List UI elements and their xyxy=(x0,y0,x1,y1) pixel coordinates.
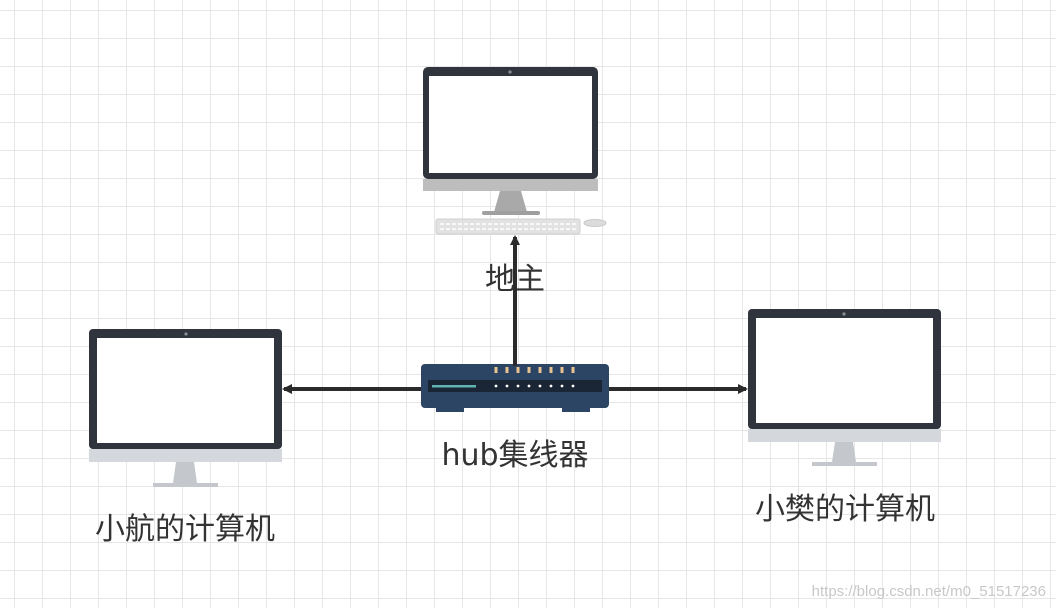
hub-switch-icon xyxy=(421,364,609,412)
left-computer-label: 小航的计算机 xyxy=(95,512,275,547)
hub-port-dots xyxy=(494,384,575,388)
watermark: https://blog.csdn.net/m0_51517236 xyxy=(811,583,1046,600)
connection-arrows xyxy=(282,235,748,394)
desktop-monitor-icon xyxy=(423,67,598,215)
right-computer-label: 小樊的计算机 xyxy=(755,492,935,527)
hub-port-lights xyxy=(494,367,575,373)
hub-label: hub集线器 xyxy=(441,438,589,473)
landlord-label: 地主 xyxy=(485,262,545,297)
right-computer-monitor-icon xyxy=(748,309,941,466)
keyboard-icon xyxy=(435,218,581,235)
mouse-icon xyxy=(583,219,607,227)
left-computer-monitor-icon xyxy=(89,329,282,487)
landlord-computer xyxy=(423,67,607,235)
